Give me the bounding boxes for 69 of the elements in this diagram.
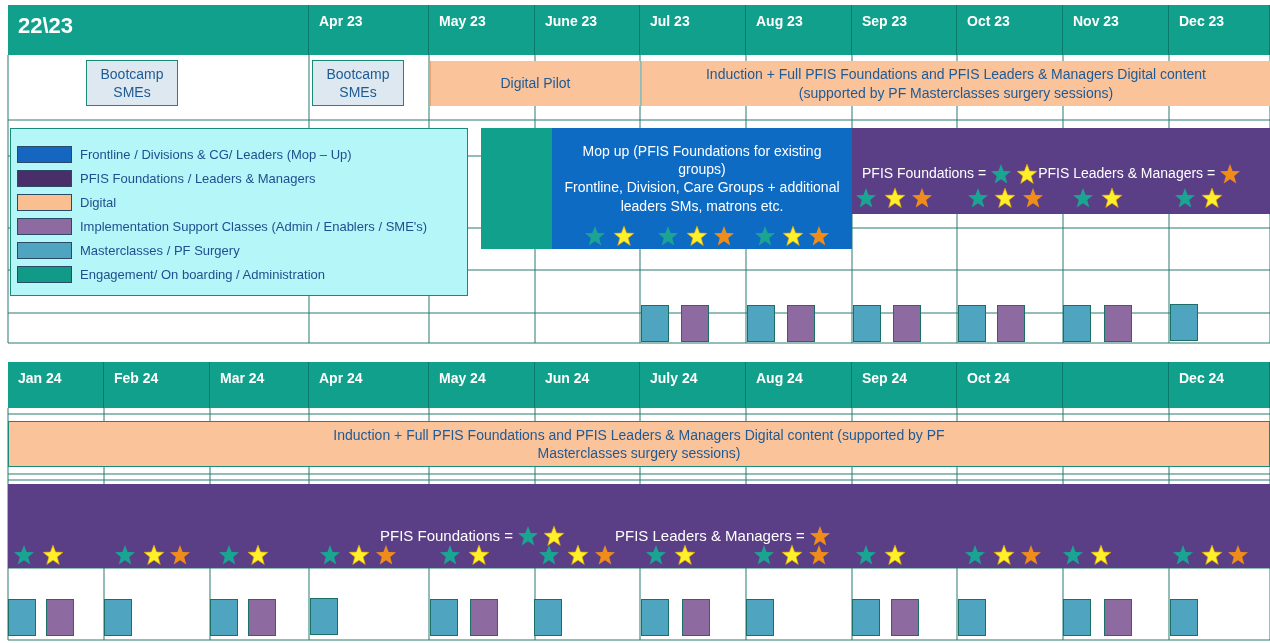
bootcamp-box <box>86 60 178 106</box>
band-text: PFIS Leaders & Managers = <box>1038 165 1216 182</box>
month-label: Jul 23 <box>650 13 690 29</box>
pfis-band <box>852 128 1270 214</box>
month-header <box>746 5 852 55</box>
month-header <box>104 362 210 408</box>
month-header <box>1169 5 1270 55</box>
month-header <box>852 362 957 408</box>
bar-text: Digital Pilot <box>500 74 571 93</box>
month-header <box>8 362 104 408</box>
digital-bar <box>641 61 1270 106</box>
month-label: Jun 24 <box>545 370 590 386</box>
legend-text: Frontline / Divisions & CG/ Leaders (Mop – Up) <box>80 147 352 162</box>
month-header <box>309 362 429 408</box>
pfis-band <box>8 484 1270 568</box>
header-cell <box>1063 362 1169 408</box>
bar-text: Mop up (PFIS Foundations for existing groups) <box>581 142 823 179</box>
digital-bar <box>8 421 1270 467</box>
month-label: Feb 24 <box>114 370 159 386</box>
month-header <box>640 5 746 55</box>
month-label: July 24 <box>650 370 698 386</box>
month-label: Apr 24 <box>319 370 363 386</box>
month-header <box>957 362 1063 408</box>
month-label: Dec 23 <box>1179 13 1225 29</box>
month-header <box>429 5 535 55</box>
bootcamp-label: Bootcamp SMEs <box>325 64 391 102</box>
bar-text: Induction + Full PFIS Foundations and PFIS Leaders & Managers Digital content (supported by PF Masterclasses surgery sessions) <box>705 65 1207 102</box>
month-header <box>1169 362 1270 408</box>
month-header <box>535 362 640 408</box>
month-label: Sep 24 <box>862 370 908 386</box>
month-header <box>640 362 746 408</box>
month-header <box>309 5 429 55</box>
month-label: Nov 23 <box>1073 13 1119 29</box>
band-text: PFIS Foundations = <box>862 165 987 182</box>
month-header <box>852 5 957 55</box>
month-label: Sep 23 <box>862 13 908 29</box>
month-header <box>429 362 535 408</box>
month-header <box>210 362 309 408</box>
legend-text: Digital <box>80 195 117 210</box>
month-header <box>957 5 1063 55</box>
legend-text: PFIS Foundations / Leaders & Managers <box>80 171 316 186</box>
month-header <box>535 5 640 55</box>
month-label: 22\23 <box>18 13 74 38</box>
month-header <box>1063 5 1169 55</box>
month-header <box>8 5 309 55</box>
month-header <box>746 362 852 408</box>
bar-text: Frontline, Division, Care Groups + additional leaders SMs, matrons etc. <box>563 178 841 215</box>
month-label: Aug 23 <box>756 13 803 29</box>
month-label: Oct 23 <box>967 13 1010 29</box>
month-label: May 23 <box>439 13 486 29</box>
band-text: PFIS Leaders & Managers = <box>615 527 805 545</box>
month-label: Oct 24 <box>967 370 1010 386</box>
digital-bar <box>430 61 640 106</box>
band-text: PFIS Foundations = <box>380 527 513 545</box>
month-label: Apr 23 <box>319 13 363 29</box>
legend-text: Implementation Support Classes (Admin / Enablers / SME's) <box>80 219 428 234</box>
month-label: Jan 24 <box>18 370 62 386</box>
bar-text: Induction + Full PFIS Foundations and PFIS Leaders & Managers Digital content (supported by PF Masterclasses surgery sessions) <box>332 425 946 463</box>
month-label: June 23 <box>545 13 598 29</box>
mop-up-block <box>552 128 852 249</box>
month-label: Aug 24 <box>756 370 803 386</box>
bootcamp-label: Bootcamp SMEs <box>99 64 165 102</box>
month-label: Dec 24 <box>1179 370 1225 386</box>
month-label: May 24 <box>439 370 486 386</box>
month-label: Mar 24 <box>220 370 265 386</box>
engagement-block <box>481 128 552 249</box>
legend-text: Masterclasses / PF Surgery <box>80 243 240 258</box>
legend-text: Engagement/ On boarding / Administration <box>80 267 325 282</box>
bootcamp-box <box>312 60 404 106</box>
